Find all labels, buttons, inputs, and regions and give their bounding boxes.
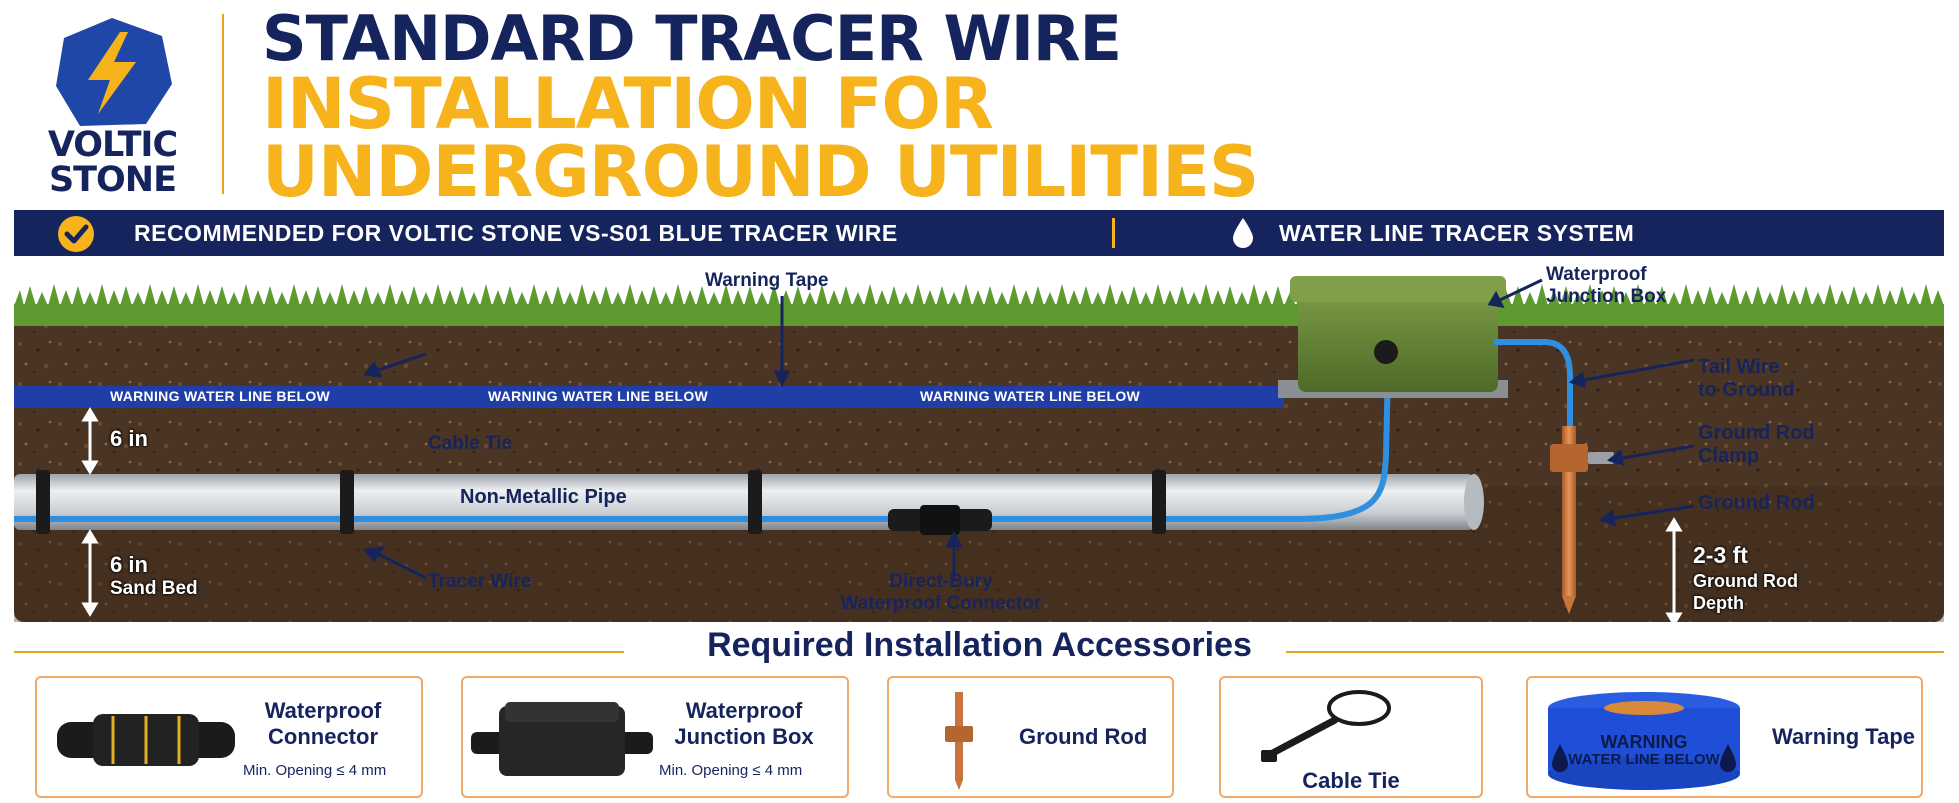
title-line-1: STANDARD TRACER WIRE [262, 2, 1122, 75]
accessories-rule-right [1286, 651, 1944, 653]
rod-depth-label: 2-3 ft [1693, 542, 1748, 568]
warning-tape-roll-icon [1548, 692, 1740, 790]
accessory-note-junction-box: Min. Opening ≤ 4 mm [659, 762, 803, 779]
accessory-note-connector: Min. Opening ≤ 4 mm [243, 762, 387, 779]
cable-tie-icon [1261, 690, 1391, 762]
title-line-3: UNDERGROUND UTILITIES [262, 131, 1259, 213]
callout-arrows [363, 278, 1695, 581]
accessory-name-ground-rod: Ground Rod [1019, 724, 1148, 749]
tracer-wire [14, 365, 1391, 522]
sand-bed-label: Sand Bed [110, 578, 198, 599]
tape-roll-text: WARNING WATER LINE BELOW [1568, 732, 1720, 768]
tape-text-3: WARNING WATER LINE BELOW [920, 388, 1141, 404]
cable-ties [36, 470, 1166, 534]
accessory-card-ground-rod: Ground Rod [887, 676, 1174, 798]
waterproof-junction-box-icon [471, 702, 653, 776]
accessory-card-cable-tie: Cable Tie [1219, 676, 1483, 798]
water-drop-icon [1233, 218, 1253, 248]
accessories-rule-left [14, 651, 624, 653]
accessory-name-warning-tape: Warning Tape [1772, 724, 1915, 749]
junction-box [1278, 276, 1508, 398]
cable-tie-label: Cable Tie [428, 433, 513, 454]
banner-separator [1112, 218, 1115, 248]
title-line-2: INSTALLATION FOR [262, 63, 994, 145]
accessory-card-warning-tape: WARNING WATER LINE BELOW Warning Tape [1526, 676, 1923, 798]
brand-name: VOLTIC STONE [47, 125, 178, 200]
ground-rod-label: Ground Rod [1698, 492, 1815, 514]
installation-diagram [14, 276, 1944, 624]
recommendation-banner [14, 210, 1944, 256]
tape-text-2: WARNING WATER LINE BELOW [488, 388, 709, 404]
checkmark-icon [58, 216, 94, 252]
brand-logo [56, 18, 172, 126]
ground-rod-assembly [1550, 426, 1614, 614]
depth-markers [81, 407, 1683, 624]
depth-top-label: 6 in [110, 426, 148, 451]
direct-bury-connector [888, 505, 992, 535]
warning-tape [14, 386, 1284, 408]
warning-tape-label: Warning Tape [705, 270, 829, 291]
tape-text-1: WARNING WATER LINE BELOW [110, 388, 331, 404]
accessory-name-cable-tie: Cable Tie [1302, 768, 1400, 793]
header-divider [222, 14, 224, 194]
waterproof-connector-icon [57, 714, 235, 766]
lightning-bolt-icon [88, 32, 136, 114]
banner-right-text: WATER LINE TRACER SYSTEM [1279, 220, 1635, 246]
accessories-title: Required Installation Accessories [707, 626, 1252, 664]
pipe-label: Non-Metallic Pipe [460, 486, 627, 508]
tracer-wire-label: Tracer Wire [428, 571, 532, 592]
banner-left-text: RECOMMENDED FOR VOLTIC STONE VS-S01 BLUE… [134, 220, 898, 246]
depth-bottom-label: 6 in [110, 552, 148, 577]
tail-wire [1494, 339, 1573, 436]
ground-rod-icon [945, 692, 973, 790]
